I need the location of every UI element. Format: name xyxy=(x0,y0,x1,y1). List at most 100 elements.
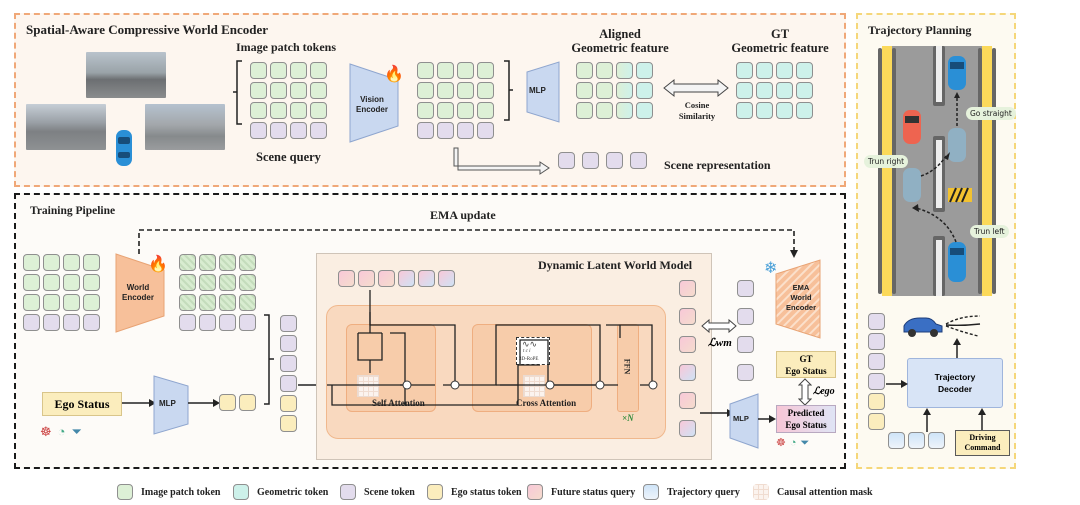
legend-item: Ego status token xyxy=(427,484,522,500)
encoded-token xyxy=(199,314,216,331)
self-attention-mask xyxy=(357,375,379,397)
pred-ego-line1: Predicted xyxy=(787,408,825,418)
legend-item: Trajectory query xyxy=(643,484,740,500)
token xyxy=(250,122,267,139)
token xyxy=(250,62,267,79)
token xyxy=(270,102,287,119)
trajectory-query-token xyxy=(928,432,945,449)
encoded-token xyxy=(199,294,216,311)
pedal-icon: ⏷ xyxy=(71,424,88,439)
world-model-loss-label: ℒwm xyxy=(708,337,732,349)
ego-status-icons: ☸◔⏷ xyxy=(40,424,88,440)
aligned-label-line2: Geometric feature xyxy=(571,41,669,55)
aligned-token xyxy=(576,62,593,79)
token xyxy=(43,314,60,331)
pedal-icon: ⏷ xyxy=(800,437,814,449)
predicted-token xyxy=(679,308,696,325)
token xyxy=(310,102,327,119)
aligned-token xyxy=(616,102,633,119)
token xyxy=(868,413,885,430)
legend-label: Scene token xyxy=(364,486,415,498)
ema-world-encoder-block xyxy=(775,259,821,339)
token xyxy=(477,102,494,119)
legend-label: Image patch token xyxy=(141,486,221,498)
predicted-token xyxy=(679,392,696,409)
future-query-token xyxy=(378,270,395,287)
token xyxy=(63,294,80,311)
aligned-token xyxy=(616,82,633,99)
gt-geometric-token xyxy=(736,62,753,79)
world-encoder-block xyxy=(115,253,165,333)
legend-label: Geometric token xyxy=(257,486,329,498)
trainable-fire-icon-2: 🔥 xyxy=(148,256,168,273)
token xyxy=(417,122,434,139)
gt-geometric-token xyxy=(756,62,773,79)
token xyxy=(868,333,885,350)
mlp-label: MLP xyxy=(529,86,546,95)
ghost-car-right-icon xyxy=(903,168,921,202)
scene-representation-label: Scene representation xyxy=(664,158,771,172)
token xyxy=(868,373,885,390)
predicted-ego-icons: ☸◔⏷ xyxy=(776,436,813,450)
trajectory-panel-title: Trajectory Planning xyxy=(868,23,972,37)
camera-image-front xyxy=(86,52,166,98)
encoded-token xyxy=(219,294,236,311)
token xyxy=(23,314,40,331)
token xyxy=(43,274,60,291)
encoded-token xyxy=(179,254,196,271)
token xyxy=(417,102,434,119)
scene-token xyxy=(558,152,575,169)
token xyxy=(23,254,40,271)
token xyxy=(457,62,474,79)
token xyxy=(270,62,287,79)
legend-swatch xyxy=(753,484,769,500)
stacked-token xyxy=(280,315,297,332)
token xyxy=(250,102,267,119)
token xyxy=(477,82,494,99)
token xyxy=(457,82,474,99)
ego-to-mlp-arrow xyxy=(122,399,156,407)
token xyxy=(83,294,100,311)
token xyxy=(290,102,307,119)
scene-token xyxy=(630,152,647,169)
token xyxy=(477,62,494,79)
token xyxy=(83,254,100,271)
turn-left-bubble: Trun left xyxy=(970,225,1009,238)
predicted-ego-status-box: Predicted Ego Status xyxy=(776,405,836,433)
cosine-line2: Similarity xyxy=(678,111,716,121)
token xyxy=(63,254,80,271)
token xyxy=(477,122,494,139)
trajectory-query-token xyxy=(908,432,925,449)
command-line2: Command xyxy=(964,443,1001,452)
aligned-token xyxy=(576,102,593,119)
aligned-token xyxy=(576,82,593,99)
mlp-to-predicted-arrow xyxy=(758,415,776,423)
stacked-token xyxy=(280,395,297,412)
token xyxy=(437,62,454,79)
token xyxy=(43,294,60,311)
predicted-token xyxy=(679,280,696,297)
gt-ego-status-box: GT Ego Status xyxy=(776,351,836,378)
rope-glyph: t c i xyxy=(523,349,531,354)
legend-label: Trajectory query xyxy=(667,486,740,498)
aligned-token xyxy=(636,102,653,119)
encoded-token xyxy=(239,294,256,311)
blue-car-top-icon xyxy=(948,56,966,90)
encoded-token xyxy=(199,254,216,271)
rope-wave-icon: ∿∿ xyxy=(522,339,538,349)
vision-encoder-label: Vision Encoder xyxy=(355,95,388,114)
gt-ego-line2: Ego Status xyxy=(785,366,827,376)
token xyxy=(270,122,287,139)
token xyxy=(63,274,80,291)
aligned-token xyxy=(616,62,633,79)
legend-item: Future status query xyxy=(527,484,635,500)
token xyxy=(290,122,307,139)
stacked-token xyxy=(280,335,297,352)
aligned-token xyxy=(596,82,613,99)
token xyxy=(868,313,885,330)
camera-image-left xyxy=(26,104,106,150)
token xyxy=(868,393,885,410)
command-to-decoder-arrow xyxy=(978,408,986,430)
ego-token xyxy=(239,394,256,411)
gt-feature-label: GT Geometric feature xyxy=(726,27,834,55)
